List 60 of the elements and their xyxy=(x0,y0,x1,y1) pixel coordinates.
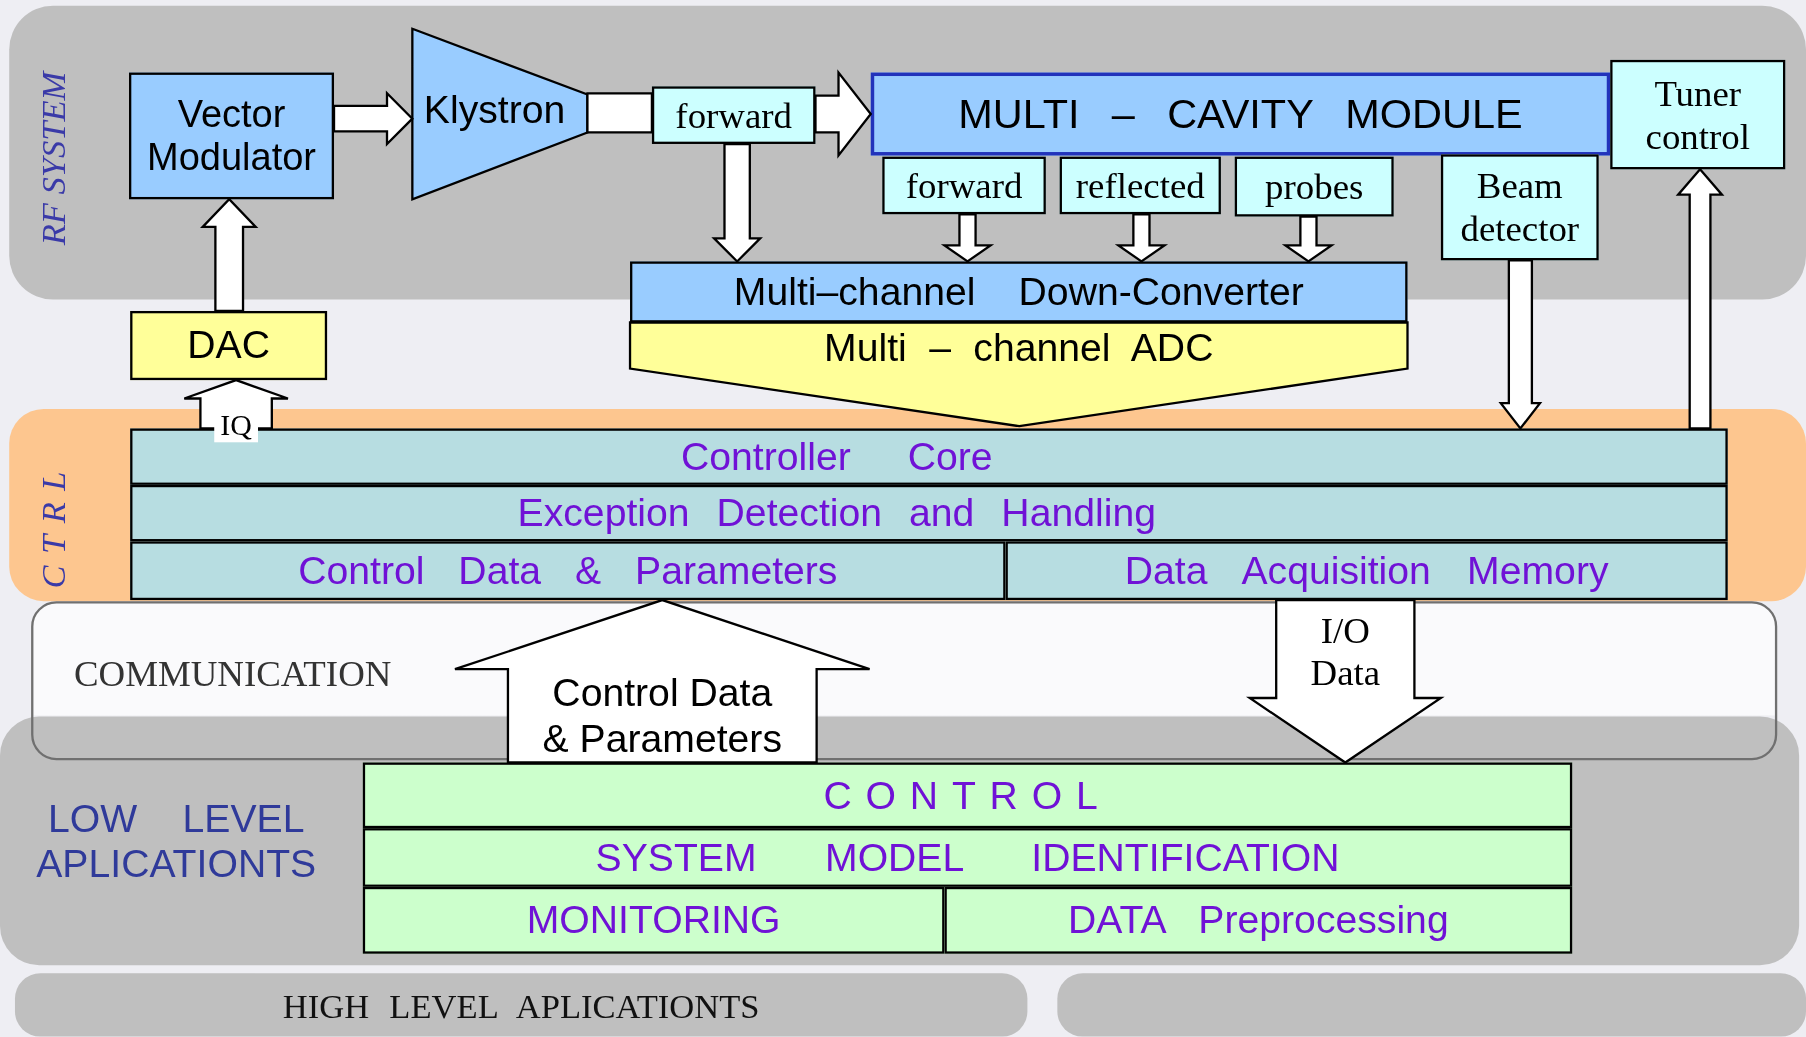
process-box xyxy=(130,484,1728,542)
box-label: forward xyxy=(675,94,792,137)
process-box xyxy=(130,541,1006,601)
block-arrow xyxy=(586,92,654,134)
band-label: RF SYSTEM xyxy=(33,70,74,248)
box-label: forward xyxy=(905,164,1023,207)
section-band xyxy=(14,973,1028,1037)
section-band xyxy=(1057,973,1806,1037)
band-label: CTRL xyxy=(33,458,74,591)
process-box xyxy=(630,261,1408,323)
box-label: DATA Preprocessing xyxy=(1067,897,1449,943)
box-label: Tuner control xyxy=(1644,72,1751,157)
band-label: COMMUNICATION xyxy=(72,651,393,697)
block-arrow xyxy=(1281,215,1336,263)
process-box xyxy=(944,886,1573,954)
process-box xyxy=(1005,541,1728,601)
band-label: HIGH LEVEL APLICATIONTS xyxy=(281,985,761,1027)
block-arrow xyxy=(1498,259,1543,431)
box-label: Data Acquisition Memory xyxy=(1124,548,1609,594)
box-label: Multi–channel Down-Converter xyxy=(733,269,1304,315)
box-label: Klystron xyxy=(423,88,566,134)
block-arrow xyxy=(814,69,873,159)
process-box xyxy=(130,311,328,381)
box-label: Vector Modulator xyxy=(146,92,318,180)
block-arrow xyxy=(1675,167,1725,430)
box-label: DAC xyxy=(187,323,270,369)
edge-label: Control Data & Parameters xyxy=(541,671,783,761)
block-arrow xyxy=(1114,213,1169,263)
process-box xyxy=(870,72,1611,156)
process-box xyxy=(651,86,816,144)
process-box xyxy=(882,156,1046,215)
box-label: SYSTEM MODEL IDENTIFICATION xyxy=(595,835,1340,881)
box-label: Beam detector xyxy=(1459,164,1581,250)
section-band xyxy=(9,408,1806,602)
box-label: MULTI – CAVITY MODULE xyxy=(958,90,1523,138)
box-label: CONTROL xyxy=(823,772,1112,818)
process-box xyxy=(1234,156,1394,217)
box-label: Multi – channel ADC xyxy=(824,324,1214,370)
process-box xyxy=(362,828,1573,887)
process-box xyxy=(1059,156,1221,215)
edge-label: I/O Data xyxy=(1309,608,1382,696)
box-label: Controller Core xyxy=(681,434,993,480)
process-box xyxy=(129,72,334,200)
block-arrow xyxy=(940,213,995,263)
process-box xyxy=(1610,59,1786,170)
block-arrow xyxy=(711,142,763,264)
section-band xyxy=(0,716,1800,966)
band-label: LOW LEVEL APLICATIONTS xyxy=(35,794,318,887)
block-arrow xyxy=(332,90,414,147)
box-label: MONITORING xyxy=(526,897,781,943)
block-arrow xyxy=(1245,598,1445,764)
box-label: Exception Detection and Handling xyxy=(517,490,1156,536)
box-label: reflected xyxy=(1075,164,1205,207)
process-box xyxy=(362,762,1573,829)
box-label: Control Data & Parameters xyxy=(298,548,838,594)
process-box xyxy=(362,886,945,954)
block-arrow xyxy=(453,598,871,764)
box-label: probes xyxy=(1265,165,1364,208)
process-box xyxy=(1440,154,1599,261)
block-arrow xyxy=(200,197,259,313)
